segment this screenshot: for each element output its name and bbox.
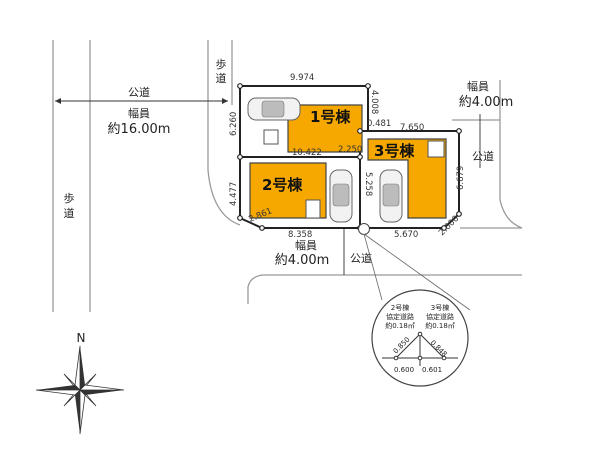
car-3 — [379, 169, 403, 223]
car-1-roof — [261, 100, 285, 118]
compass-point-e-light — [79, 384, 125, 391]
inset-marker-left — [393, 355, 399, 361]
dim-10422: 10.422 — [292, 148, 322, 158]
sidewalk-label-north-2: 道 — [216, 71, 227, 85]
dim-2250: 2.250 — [338, 145, 362, 155]
main-road-east-edge — [207, 40, 241, 226]
corner-markers — [237, 83, 462, 231]
compass-point-w-light — [35, 389, 81, 396]
car-2 — [329, 169, 353, 223]
house-1 — [287, 104, 363, 153]
inset-marker-right — [441, 355, 447, 361]
south-road-bottom-edge — [247, 274, 522, 304]
inset-left-title-1: 2号棟 — [391, 303, 409, 312]
inset-marker-top — [417, 331, 423, 337]
inset-left-title-3: 約0.18㎡ — [385, 321, 415, 330]
inset-dim-0600: 0.600 — [394, 366, 414, 374]
corner-marker — [259, 225, 265, 231]
south-road-width-value: 約4.00m — [275, 253, 330, 268]
car-1 — [247, 97, 301, 121]
inset-right-title-2: 協定道路 — [426, 312, 454, 321]
corner-marker — [365, 83, 371, 89]
inset-dim-0601: 0.601 — [422, 366, 442, 374]
dim-4477: 4.477 — [229, 182, 239, 206]
compass-point-n-light — [74, 345, 81, 391]
inset-right-title-1: 3号棟 — [431, 303, 449, 312]
house-2-entrance — [305, 199, 321, 219]
south-road-public-label: 公道 — [350, 251, 372, 265]
leader-line-left — [363, 233, 383, 301]
inset-left-title-2: 協定道路 — [386, 312, 414, 321]
houses — [249, 104, 447, 219]
compass-north-label: N — [77, 331, 86, 345]
sidewalk-label-north-1: 歩 — [216, 57, 227, 71]
corner-marker — [357, 154, 363, 160]
compass-point-s-dark — [75, 390, 80, 434]
sidewalk-label-west-1: 歩 — [64, 191, 75, 205]
main-road-width-label: 幅員 — [128, 107, 150, 120]
dim-9974: 9.974 — [290, 73, 314, 83]
house-1-entrance — [263, 129, 279, 145]
compass: N — [35, 331, 125, 435]
dim-8358: 8.358 — [288, 230, 312, 240]
compass-point-s-light — [79, 389, 86, 435]
corner-marker — [237, 83, 243, 89]
house-3 — [367, 138, 447, 219]
sidewalk-label-west-2: 道 — [64, 206, 75, 220]
dim-5258: 5.258 — [363, 172, 373, 196]
corner-marker — [237, 215, 243, 221]
building-3-label: 3号棟 — [374, 142, 415, 160]
agreement-road-inset: 2号棟 協定道路 約0.18㎡ 3号棟 協定道路 約0.18㎡ 0.850 0.… — [371, 289, 469, 387]
road-boundaries — [52, 40, 523, 312]
dim-7650: 7.650 — [400, 123, 424, 133]
east-road-edge — [499, 80, 523, 229]
south-road-labels: 幅員 約4.00m 公道 — [275, 228, 372, 275]
junction-circle — [358, 223, 370, 235]
compass-point-n-dark — [80, 346, 85, 390]
dim-5670: 5.670 — [394, 230, 418, 240]
corner-marker — [441, 225, 447, 231]
car-3-roof — [382, 183, 400, 207]
dim-6260: 6.260 — [229, 112, 239, 136]
main-road-public-label: 公道 — [128, 85, 150, 99]
dim-6679: 6.679 — [456, 166, 466, 190]
compass-point-w-dark — [36, 385, 80, 390]
house-3-entrance — [427, 140, 445, 158]
corner-marker — [456, 211, 462, 217]
main-road-labels: 公道 幅員 約16.00m 歩 道 歩 道 — [55, 57, 228, 220]
east-road-public-label: 公道 — [472, 149, 494, 163]
inset-right-title-3: 約0.18㎡ — [425, 321, 455, 330]
corner-marker — [456, 128, 462, 134]
arrow-head-right — [222, 98, 228, 104]
car-2-roof — [332, 183, 350, 207]
east-road-width-value: 約4.00m — [459, 95, 514, 110]
inset-marker-center — [417, 355, 423, 361]
dim-0481: 0.481 — [367, 119, 391, 129]
main-road-width-value: 約16.00m — [108, 122, 171, 137]
compass-point-e-dark — [80, 390, 124, 395]
agreement-road-marker — [358, 223, 471, 311]
corner-marker — [357, 128, 363, 134]
building-1-label: 1号棟 — [310, 108, 351, 126]
building-2-label: 2号棟 — [262, 176, 303, 194]
south-road-width-label: 幅員 — [295, 239, 317, 252]
east-road-labels: 幅員 約4.00m 公道 — [459, 80, 514, 168]
arrow-head-left — [55, 98, 61, 104]
dim-4008: 4.008 — [369, 90, 379, 114]
corner-marker — [237, 154, 243, 160]
east-road-width-label: 幅員 — [467, 80, 489, 93]
leader-line-right — [363, 233, 471, 311]
